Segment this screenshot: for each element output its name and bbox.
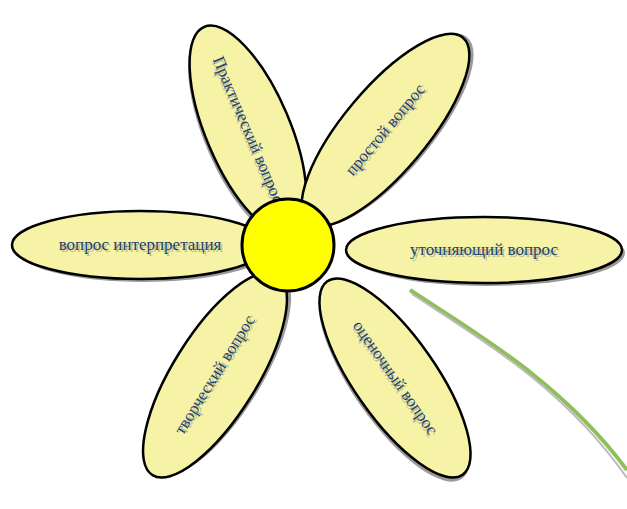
flower-petal: уточняющий вопрос xyxy=(344,215,624,285)
petal-shape xyxy=(346,217,622,283)
petal-shape xyxy=(294,258,497,498)
flower-petal: оценочный вопрос xyxy=(291,255,499,501)
petal-label: вопрос интерпретация xyxy=(59,235,222,255)
petal-shape xyxy=(12,211,268,279)
flower-center xyxy=(242,199,334,291)
flower-petal: вопрос интерпретация xyxy=(10,209,270,281)
petal-label: уточняющий вопрос xyxy=(410,240,558,260)
